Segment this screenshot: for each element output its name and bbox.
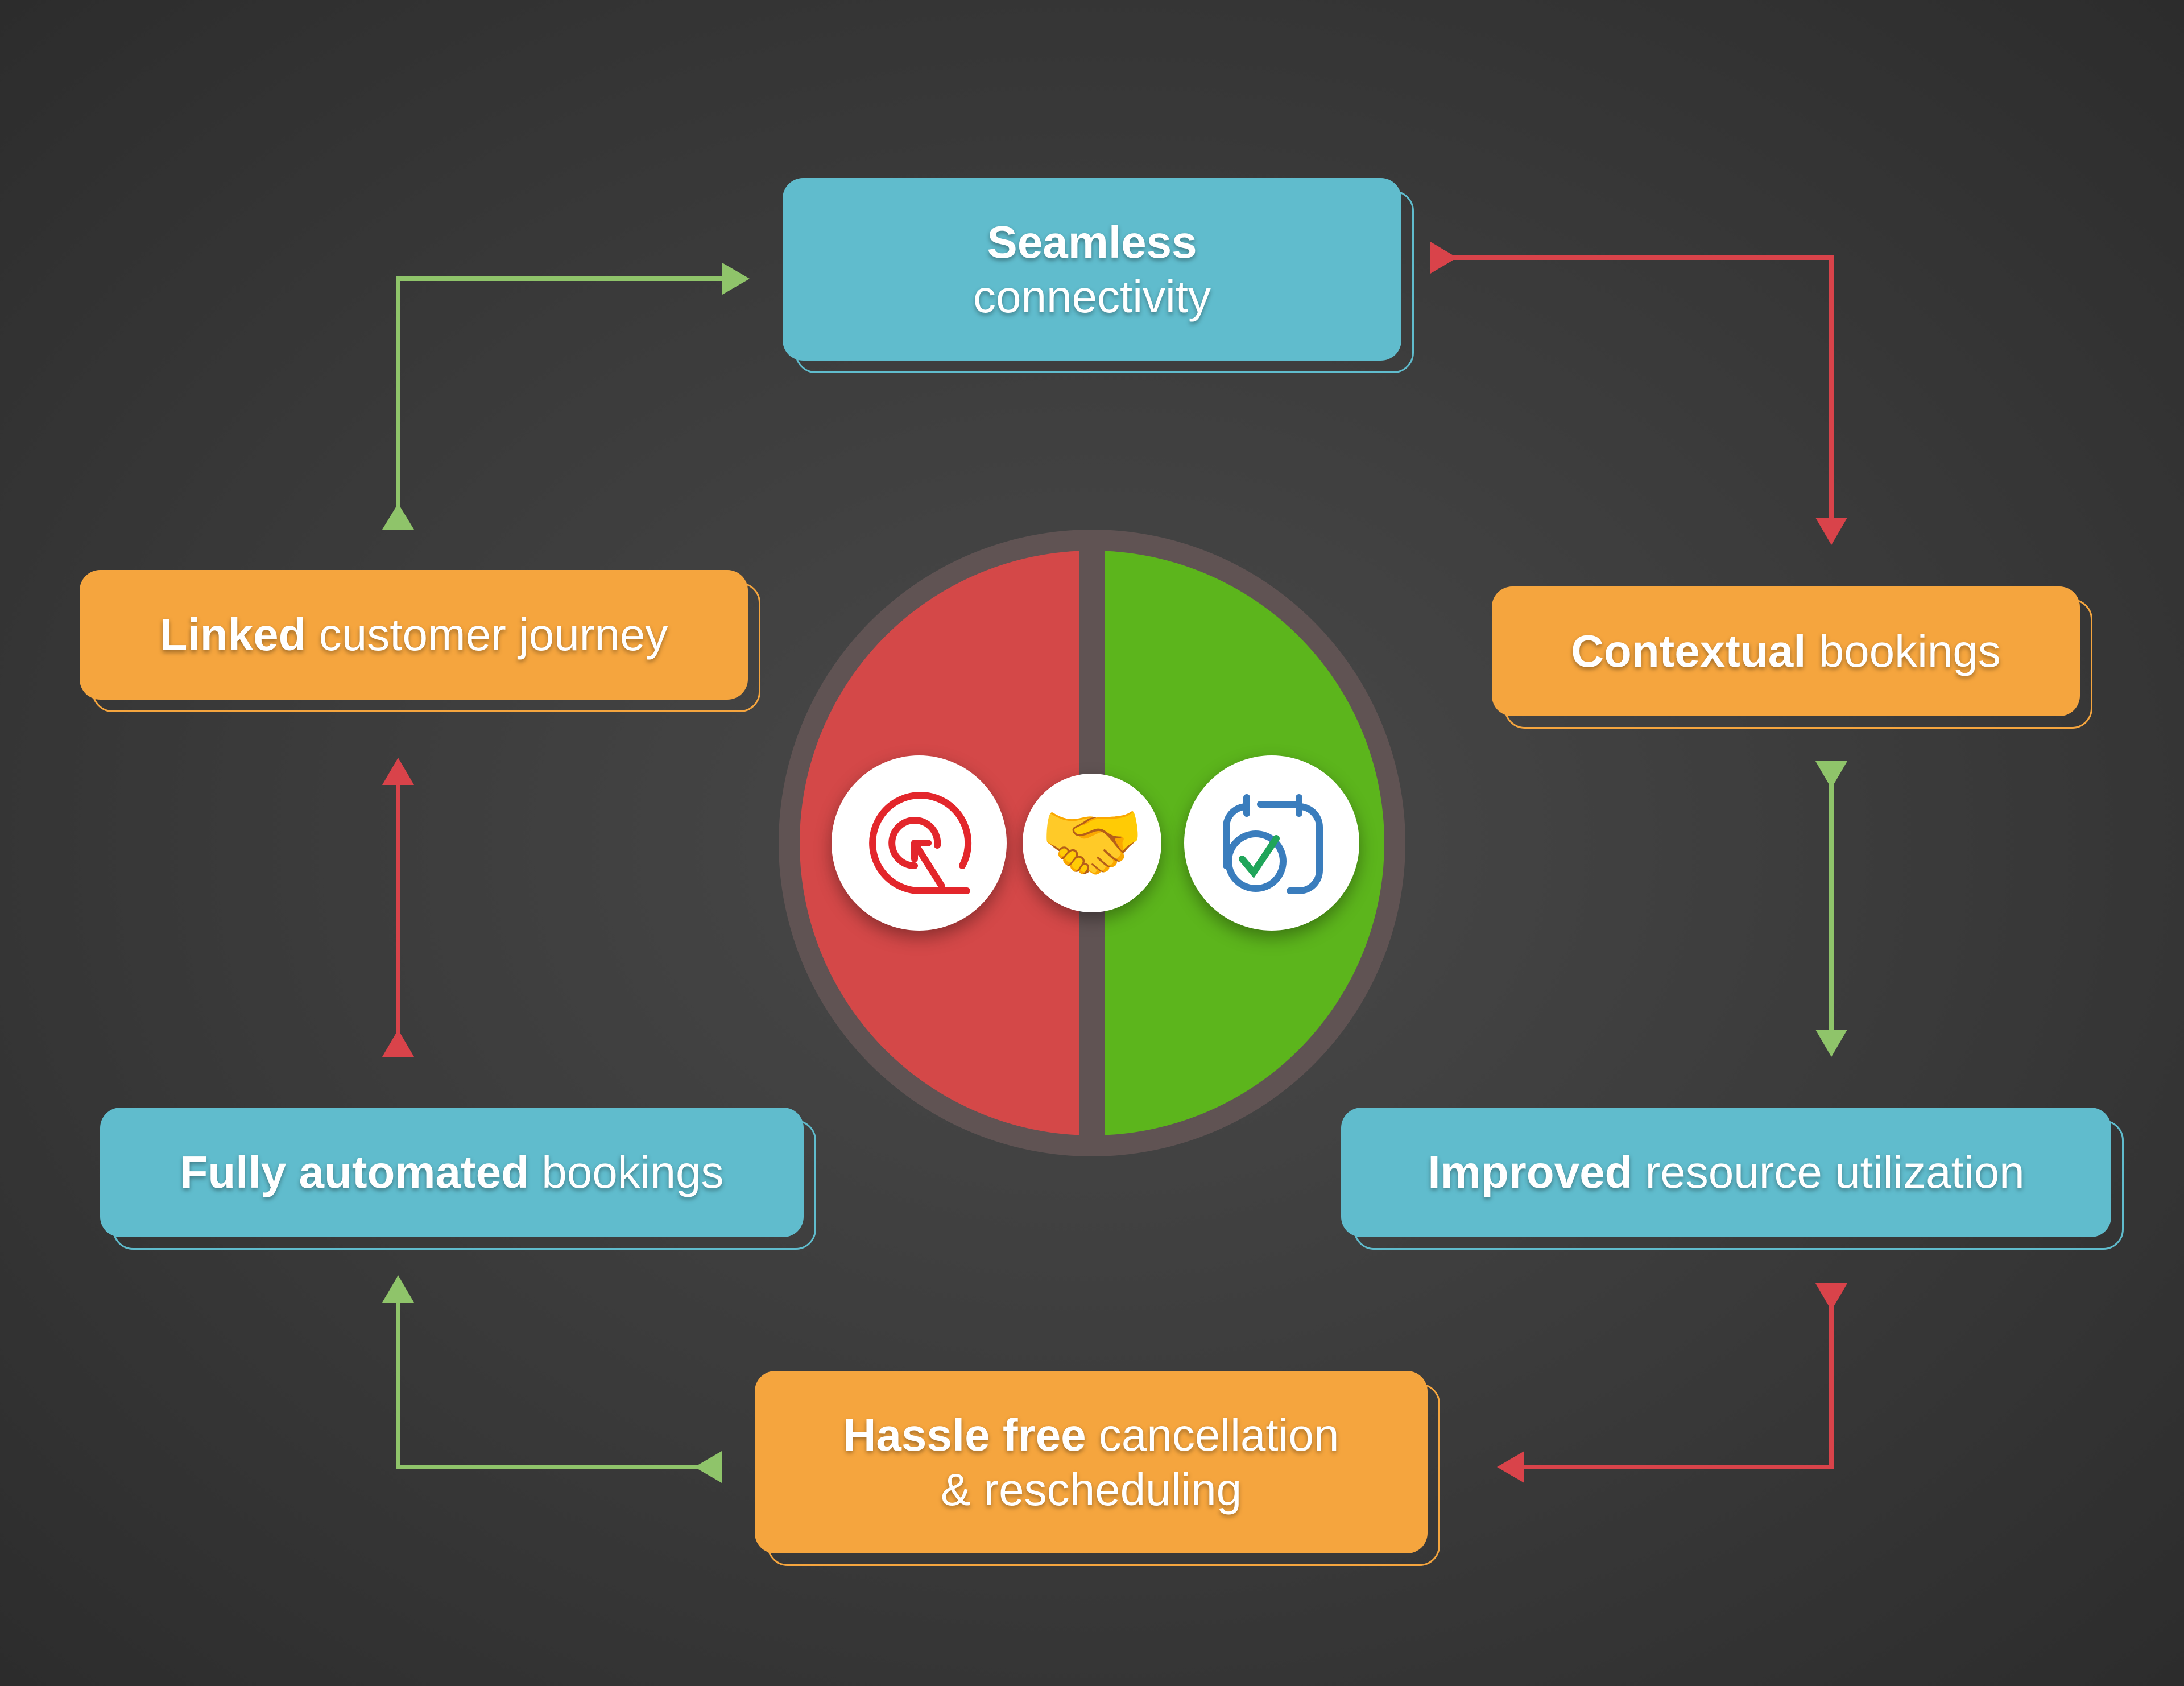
arrow-hassle-to-fully <box>396 1291 722 1469</box>
arrow-seamless-to-contextual <box>1430 255 1834 529</box>
handshake-icon: 🤝 <box>1023 774 1161 912</box>
box-bold-text: Fully automated <box>180 1147 529 1197</box>
box-improved-resource-utilization: Improved resource utilization <box>1341 1108 2124 1250</box>
box-bold-text: Improved <box>1428 1147 1633 1197</box>
box-regular-text: bookings <box>541 1147 724 1197</box>
arrow-improved-to-hassle <box>1513 1284 1834 1469</box>
box-bold-text: Contextual <box>1571 626 1806 676</box>
box-linked-customer-journey: Linked customer journey <box>80 570 760 712</box>
box-regular-text: resource utilization <box>1645 1147 2025 1197</box>
handshake-glyph: 🤝 <box>1039 795 1145 890</box>
box-bold-text: Hassle free <box>843 1409 1086 1460</box>
box-regular-text: cancellation <box>1098 1409 1339 1460</box>
box-contextual-bookings: Contextual bookings <box>1492 586 2092 729</box>
box-bold-text: Seamless <box>987 216 1197 267</box>
box-bold-text: Linked <box>159 609 307 660</box>
calendar-check-icon <box>1184 755 1359 931</box>
arrow-linked-to-seamless <box>396 276 734 530</box>
box-hassle-free-cancellation: Hassle free cancellation & rescheduling <box>755 1371 1440 1566</box>
box-seamless-connectivity: Seamless connectivity <box>783 178 1414 373</box>
box-regular-text: customer journey <box>318 609 668 660</box>
box-second-line: & rescheduling <box>940 1464 1242 1515</box>
box-regular-text: bookings <box>1818 626 2001 676</box>
box-regular-text: connectivity <box>973 271 1211 322</box>
box-fully-automated-bookings: Fully automated bookings <box>100 1108 816 1250</box>
target-arrow-icon <box>832 755 1007 931</box>
